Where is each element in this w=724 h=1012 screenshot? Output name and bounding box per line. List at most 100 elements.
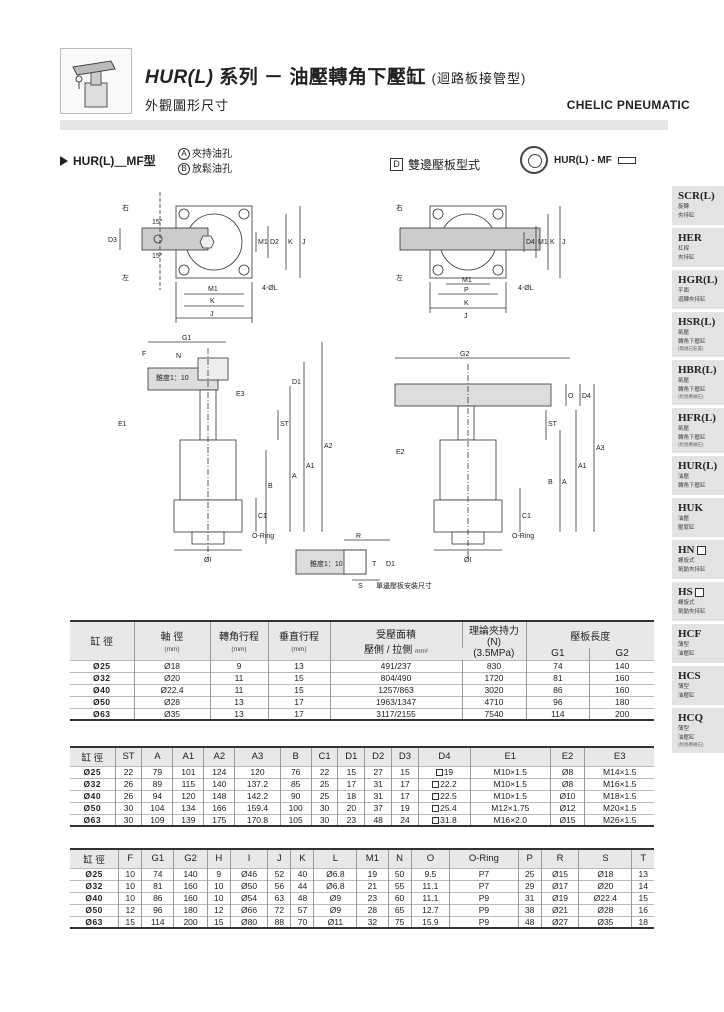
table-cell: 15 <box>267 684 330 696</box>
table-cell: 15 <box>337 766 365 778</box>
table-cell-value: 48 <box>373 814 383 825</box>
dim-d4-side: D4 <box>582 393 591 400</box>
table-cell: 17 <box>267 708 330 720</box>
dim-a1: A1 <box>306 463 315 470</box>
table-header: T <box>631 849 654 868</box>
table-cell: P7 <box>449 880 519 892</box>
series-tab[interactable]: HSR(L)氣壓轉角下壓缸(無磁石裝置) <box>672 312 724 360</box>
table-cell-value: 104 <box>150 803 165 813</box>
table-cell: Ø50 <box>92 697 111 707</box>
th-force-pressure: (3.5MPa) <box>462 648 526 660</box>
square-icon <box>432 781 440 788</box>
dim-e1: E1 <box>118 421 127 428</box>
series-tab-code-text: HSR(L) <box>678 316 716 328</box>
table-cell-value: 140 <box>212 779 227 789</box>
turn-right-text-2: 右 <box>396 203 403 212</box>
table-cell: 160 <box>589 672 654 684</box>
dim-a3: A3 <box>596 445 605 452</box>
square-icon <box>432 816 440 824</box>
dim-i-2: ØI <box>464 557 471 564</box>
table-cell: 17 <box>337 778 365 790</box>
table-cell: 81 <box>141 880 174 892</box>
table-cell: 63 <box>267 892 291 904</box>
series-tab-code-text: HCQ <box>678 712 704 724</box>
square-icon <box>435 769 443 776</box>
port-b-icon: B <box>178 163 190 176</box>
table-cell: Ø12 <box>549 802 585 814</box>
table-cell: Ø9 <box>313 892 357 904</box>
table-cell: 26 <box>114 778 142 790</box>
table-cell: 48 <box>364 814 392 826</box>
series-tab-code: HGR(L) <box>678 274 721 286</box>
table-cell: 15 <box>391 766 419 778</box>
table-cell: 20 <box>337 802 365 814</box>
dim-d2: D2 <box>270 239 279 246</box>
table-cell: Ø50 <box>70 802 115 814</box>
series-tab-code-text: HBR(L) <box>678 364 717 376</box>
th-area-sub: 壓側 / 拉側 <box>363 644 413 656</box>
series-tab[interactable]: SCR(L)旋轉夾持缸 <box>672 186 724 228</box>
table-cell: 86 <box>525 684 590 696</box>
table-cell: 50 <box>387 868 412 880</box>
table-cell: 57 <box>290 904 314 916</box>
dim-a2: A2 <box>324 443 333 450</box>
series-tab-desc: 氣動夾持缸 <box>678 609 706 615</box>
table-cell: 65 <box>387 904 412 916</box>
th-angle-label: 轉角行程 <box>219 631 259 643</box>
table-cell: 31 <box>517 892 542 904</box>
table-cell: 52 <box>267 868 291 880</box>
series-tab-code: HUK <box>678 502 721 514</box>
table-cell: 9 <box>209 660 268 672</box>
table-header: A1 <box>172 747 204 766</box>
table-cell: Ø8 <box>549 778 585 790</box>
table-cell-value: M18×1.5 <box>603 791 637 801</box>
table-cell: 19 <box>391 802 419 814</box>
table-cell: Ø22.4 <box>133 684 210 696</box>
table-cell: 31.8 <box>417 814 471 826</box>
table-cell: 37 <box>364 802 392 814</box>
port-a-icon: A <box>178 148 190 161</box>
table-cell-value: M16×1.5 <box>603 779 637 789</box>
table-cell: 180 <box>589 696 654 708</box>
table-cell-value: 22 <box>319 767 330 777</box>
table-cell: 44 <box>290 880 314 892</box>
series-tab[interactable]: HBR(L)氣壓轉角下壓缸(附感應磁石) <box>672 360 724 408</box>
table-cell: Ø6.8 <box>313 868 357 880</box>
series-tab[interactable]: HUR(L)油壓轉角下壓缸 <box>672 456 724 498</box>
table-cell: 142.2 <box>234 790 281 802</box>
table-cell-value: M10×1.5 <box>493 779 527 789</box>
series-tab[interactable]: HFR(L)氣壓轉角下壓缸(附感應磁石) <box>672 408 724 456</box>
table-header: K <box>290 849 314 868</box>
series-tab[interactable]: HGR(L)平面迴轉夾持缸 <box>672 270 724 312</box>
table-cell: 86 <box>141 892 174 904</box>
table-cell: Ø25 <box>92 661 111 671</box>
table-cell: 139 <box>172 814 204 826</box>
series-word: 系列 <box>219 67 259 88</box>
table-cell: 25 <box>310 790 338 802</box>
table-cell: 11 <box>209 672 268 684</box>
table-cell-value: M16×2.0 <box>493 814 527 825</box>
table-cell: Ø50 <box>229 880 268 892</box>
table-header: L <box>313 849 357 868</box>
dim-d3: D3 <box>108 237 117 244</box>
table-cell: 30 <box>310 814 338 826</box>
series-tab-code: HUR(L) <box>678 460 721 472</box>
table-cell-value: 25.4 <box>440 803 457 813</box>
table-cell: 85 <box>279 778 312 790</box>
table-cell: M10×1.5 <box>469 778 551 790</box>
th-bore: 缸 徑 <box>70 621 134 660</box>
series-tab-code-text: HS <box>678 586 693 598</box>
table-header: A3 <box>234 747 281 766</box>
table-header: M1 <box>356 849 389 868</box>
table-cell-value: 17 <box>346 779 357 789</box>
spec-table: 缸 徑 軸 徑(mm) 轉角行程(mm) 垂直行程(mm) 受壓面積壓側 / 拉… <box>70 620 654 721</box>
